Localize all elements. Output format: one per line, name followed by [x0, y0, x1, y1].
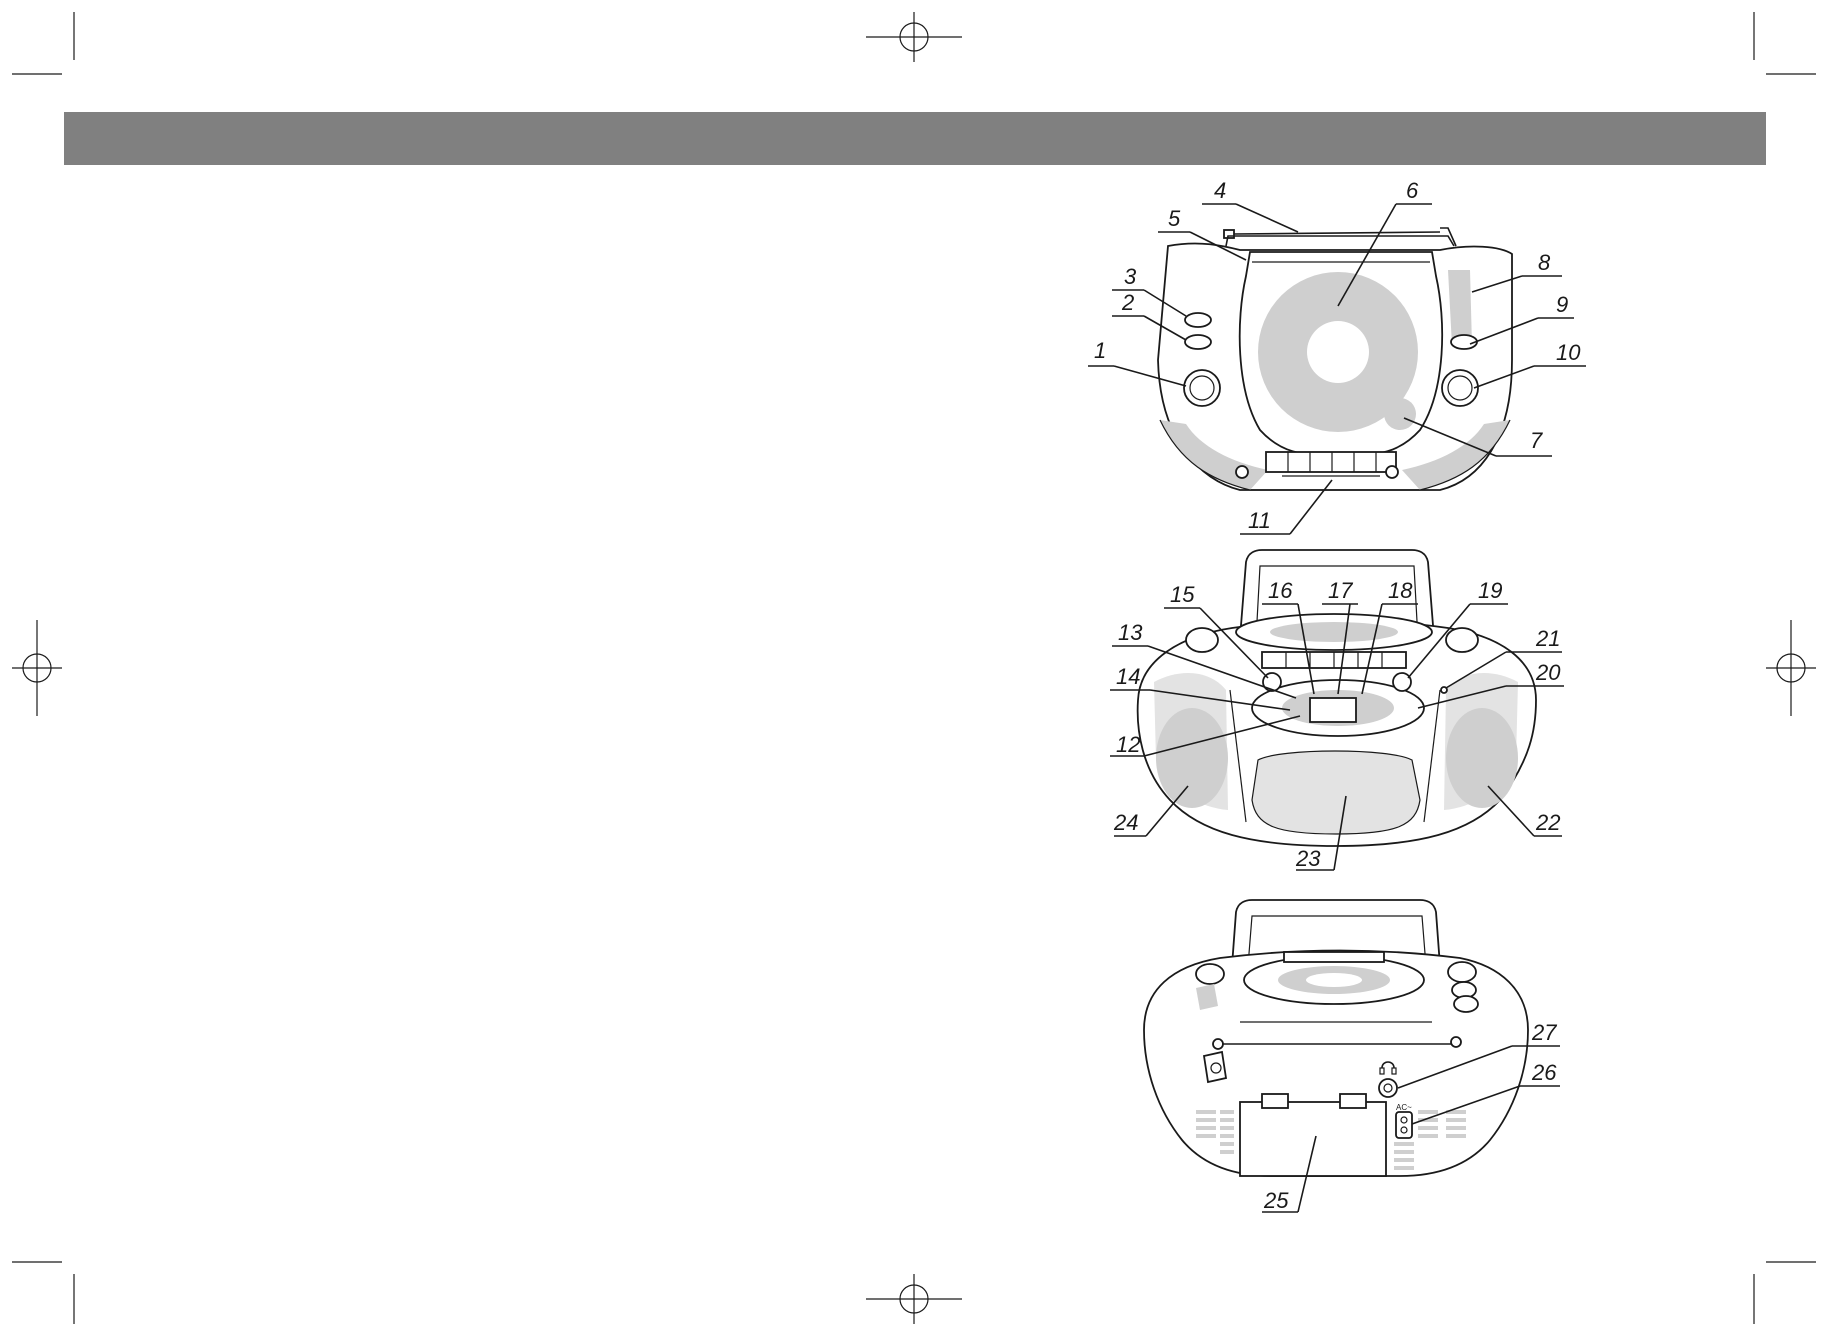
- front-view-callouts: 1 2 3 4 5 6 7 8: [1088, 178, 1586, 535]
- callout-label: 27: [1531, 1020, 1557, 1045]
- callout-11: 11: [1240, 479, 1333, 535]
- registration-mark-left: [12, 620, 62, 716]
- callout-10: 10: [1473, 340, 1586, 389]
- callout-21: 21: [1445, 626, 1562, 689]
- headphone-jack: [1378, 1078, 1398, 1098]
- callout-label: 1: [1094, 338, 1106, 363]
- rear-left-knob: [1195, 963, 1225, 985]
- callout-2: 2: [1112, 290, 1187, 341]
- right-function-button: [1392, 672, 1412, 692]
- callout-label: 8: [1538, 250, 1551, 275]
- front-view-diagram: [1157, 227, 1513, 491]
- callout-label: 26: [1531, 1060, 1557, 1085]
- callout-23: 23: [1295, 795, 1347, 871]
- battery-latch-right: [1339, 1093, 1367, 1109]
- rear-view-diagram: AC~: [1143, 899, 1529, 1177]
- indicator-led: [1440, 686, 1448, 694]
- callout-label: 5: [1168, 206, 1181, 231]
- callout-label: 2: [1121, 290, 1134, 315]
- callout-label: 20: [1535, 660, 1561, 685]
- top-cassette-keys: [1261, 651, 1407, 669]
- callout-15: 15: [1164, 582, 1269, 679]
- tuning-window: [1448, 270, 1472, 346]
- headphone-icon: [1381, 1061, 1395, 1069]
- top-left-knob: [1185, 627, 1219, 653]
- callout-19: 19: [1407, 578, 1508, 679]
- callout-label: 15: [1170, 582, 1195, 607]
- header-bar: [64, 112, 1766, 165]
- left-speaker: [1156, 708, 1228, 808]
- callout-label: 6: [1406, 178, 1419, 203]
- lcd-display: [1309, 697, 1357, 723]
- callout-label: 19: [1478, 578, 1502, 603]
- callout-label: 18: [1388, 578, 1413, 603]
- lower-right-bumper: [1402, 420, 1510, 490]
- top-right-knob: [1445, 627, 1479, 653]
- callout-label: 25: [1263, 1188, 1289, 1213]
- registration-mark-bottom: [866, 1274, 962, 1324]
- right-vent-grille: [1394, 1110, 1466, 1170]
- callout-label: 21: [1535, 626, 1560, 651]
- callout-12: 12: [1110, 715, 1301, 757]
- callout-14: 14: [1110, 664, 1291, 711]
- rear-right-knob-1: [1447, 961, 1477, 983]
- callout-label: 24: [1113, 810, 1138, 835]
- callout-label: 9: [1556, 292, 1568, 317]
- button-3: [1184, 312, 1212, 328]
- cd-open-button: [1384, 398, 1416, 430]
- crop-marks: [12, 12, 1816, 1324]
- battery-compartment-door: [1239, 1101, 1387, 1177]
- callout-label: 23: [1295, 846, 1321, 871]
- button-2: [1184, 334, 1212, 350]
- callout-label: 3: [1124, 264, 1137, 289]
- callout-label: 16: [1268, 578, 1293, 603]
- callout-27: 27: [1397, 1020, 1560, 1089]
- callout-25: 25: [1262, 1135, 1317, 1213]
- battery-latch-left: [1261, 1093, 1289, 1109]
- callout-3: 3: [1112, 264, 1187, 317]
- carry-handle: [1225, 235, 1455, 247]
- callout-label: 14: [1116, 664, 1140, 689]
- callout-16: 16: [1262, 578, 1315, 695]
- left-vent-grille: [1196, 1110, 1234, 1154]
- antenna: [1223, 227, 1457, 247]
- top-view-callouts: 12 13 14 15 16 17 18 19: [1110, 578, 1564, 871]
- callout-label: 11: [1248, 508, 1271, 533]
- callout-9: 9: [1469, 292, 1574, 345]
- callout-5: 5: [1158, 206, 1247, 261]
- callout-label: 7: [1530, 428, 1543, 453]
- callout-label: 13: [1118, 620, 1143, 645]
- rear-antenna: [1202, 1036, 1462, 1084]
- callout-6: 6: [1337, 178, 1432, 307]
- callout-13: 13: [1112, 620, 1297, 699]
- ac-socket-label: AC~: [1396, 1103, 1412, 1112]
- callout-22: 22: [1487, 785, 1562, 837]
- callout-26: 26: [1411, 1060, 1560, 1125]
- callout-label: 17: [1328, 578, 1353, 603]
- cassette-buttons: [1235, 451, 1399, 479]
- ac-power-socket: [1395, 1111, 1413, 1139]
- cd-hole: [1307, 321, 1369, 383]
- rear-right-knob-3: [1453, 995, 1479, 1013]
- registration-mark-top: [866, 12, 962, 62]
- callout-label: 22: [1535, 810, 1560, 835]
- right-speaker: [1446, 708, 1518, 808]
- callout-8: 8: [1471, 250, 1562, 293]
- cassette-door: [1252, 751, 1420, 834]
- callout-7: 7: [1403, 417, 1552, 457]
- registration-mark-right: [1766, 620, 1816, 716]
- callout-20: 20: [1417, 660, 1564, 709]
- callout-label: 10: [1556, 340, 1581, 365]
- callout-18: 18: [1361, 578, 1418, 695]
- callout-1: 1: [1088, 338, 1187, 387]
- callout-24: 24: [1113, 785, 1189, 837]
- callout-17: 17: [1322, 578, 1358, 695]
- callout-label: 4: [1214, 178, 1226, 203]
- left-knob: [1183, 369, 1221, 407]
- callout-4: 4: [1202, 178, 1299, 233]
- rear-view-callouts: 25 26 27: [1262, 1020, 1560, 1213]
- right-knob: [1441, 369, 1479, 407]
- callout-label: 12: [1116, 732, 1140, 757]
